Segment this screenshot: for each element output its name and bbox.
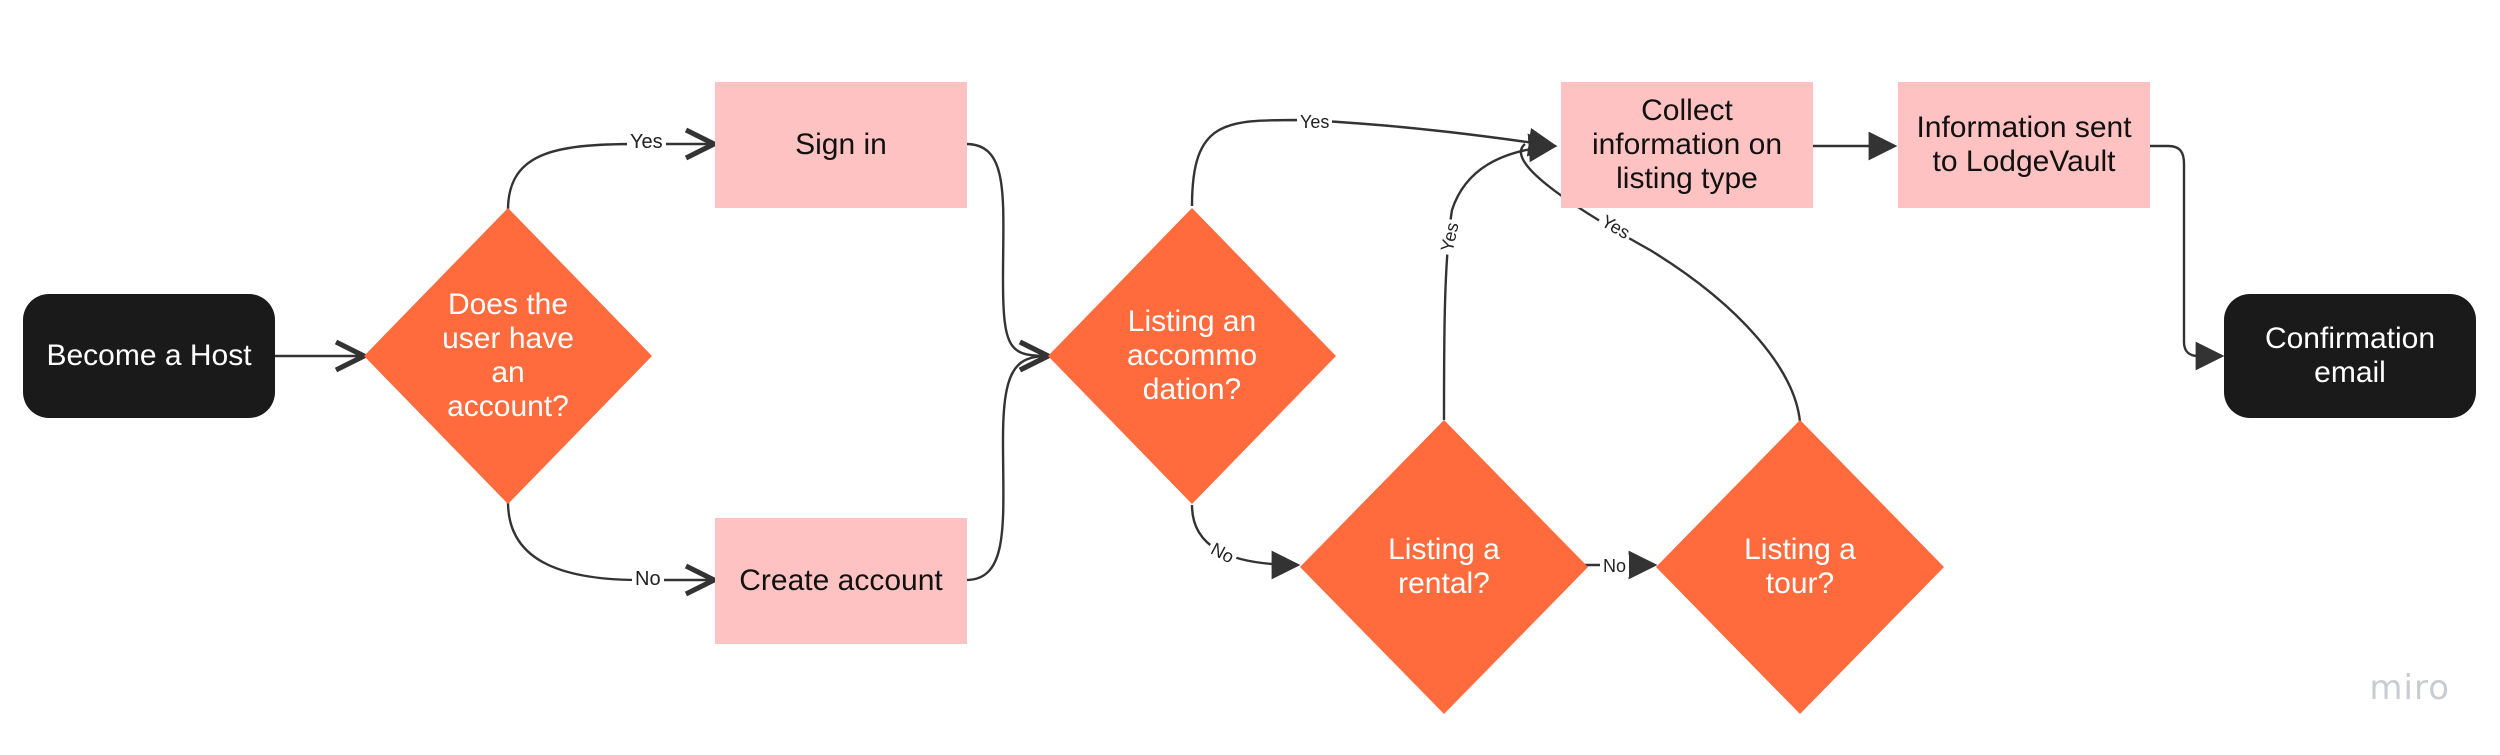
miro-watermark: miro [2369, 668, 2450, 708]
start-node[interactable]: Become a Host [23, 294, 275, 418]
listing-rental-label: Listing a rental? [1388, 533, 1500, 600]
listing-rental-decision[interactable]: Listing a rental? [1300, 420, 1588, 714]
has-account-label: Does the user have an account? [442, 288, 574, 423]
start-node-label: Become a Host [46, 339, 252, 372]
collect-info-node[interactable]: Collect information on listing type [1561, 82, 1813, 208]
edge-decision-to-signin [506, 144, 714, 211]
info-sent-label-line2: to LodgeVault [1932, 145, 2116, 178]
edge-label-yes-account: Yes [627, 131, 666, 153]
confirmation-email-label-line1: Confirmation [2264, 322, 2436, 355]
edge-signin-to-accommodation [965, 142, 1048, 356]
has-account-decision[interactable]: Does the user have an account? [364, 208, 652, 504]
listing-accommodation-decision[interactable]: Listing an accommo dation? [1048, 208, 1336, 504]
has-account-diamond [364, 208, 652, 504]
sign-in-label: Sign in [795, 128, 887, 161]
edge-label-no-account: No [632, 568, 664, 590]
edge-label-no-rental: No [1600, 555, 1630, 577]
listing-rental-diamond [1300, 420, 1588, 714]
info-sent-node[interactable]: Information sent to LodgeVault [1898, 82, 2150, 208]
listing-tour-diamond [1656, 420, 1944, 714]
edge-tour-to-collect [1519, 143, 1802, 423]
listing-tour-decision[interactable]: Listing a tour? [1656, 420, 1944, 714]
edge-decision-to-create [506, 501, 714, 580]
collect-info-label-line2: information on [1591, 128, 1783, 161]
create-account-label: Create account [739, 564, 943, 597]
edge-rental-to-collect [1442, 133, 1558, 421]
edge-create-to-accommodation [965, 356, 1048, 582]
collect-info-label-line1: Collect [1641, 94, 1733, 127]
listing-accommodation-diamond [1048, 208, 1336, 504]
info-sent-label-line1: Information sent [1916, 111, 2132, 144]
confirmation-email-label-line2: email [2314, 356, 2386, 389]
edge-label-yes-accommodation: Yes [1297, 111, 1333, 133]
listing-tour-label: Listing a tour? [1744, 533, 1856, 600]
edge-accommodation-to-collect [1190, 118, 1558, 207]
create-account-node[interactable]: Create account [715, 518, 967, 644]
listing-accommodation-label: Listing an accommo dation? [1126, 305, 1258, 406]
confirmation-email-node[interactable]: Confirmation email [2224, 294, 2476, 418]
edge-infosent-to-confirmation [2149, 144, 2225, 371]
collect-info-label-line3: listing type [1616, 162, 1758, 195]
sign-in-node[interactable]: Sign in [715, 82, 967, 208]
